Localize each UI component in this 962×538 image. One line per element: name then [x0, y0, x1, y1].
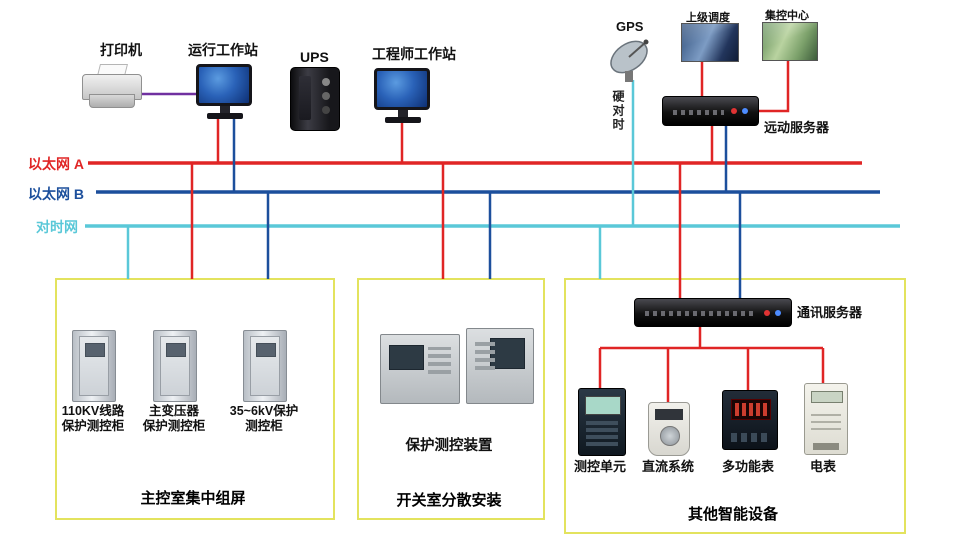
protection-device-image-1 — [380, 334, 460, 404]
line-protection-cabinet-image — [72, 330, 116, 402]
ups-image — [290, 67, 340, 131]
central-control-label: 集控中心 — [765, 10, 809, 22]
meter-text-lines — [810, 409, 842, 431]
hard-time-sync-label: 硬对时 — [611, 90, 625, 132]
monitor-screen — [374, 68, 430, 110]
operator-workstation-label: 运行工作站 — [188, 42, 258, 58]
central-control-photo — [762, 22, 818, 61]
server-vents — [645, 311, 757, 317]
multifunction-meter-image — [722, 390, 778, 450]
unit-keys — [585, 420, 619, 446]
engineer-workstation-image — [374, 68, 432, 123]
cabinet-label-line2: 测控柜 — [245, 419, 283, 433]
device-lcd — [388, 344, 424, 370]
meter-display — [810, 391, 844, 403]
energy-meter-image — [804, 383, 848, 455]
protection-device-label: 保护测控装置 — [405, 438, 493, 454]
comm-server-image — [634, 298, 792, 327]
monitor-base — [207, 113, 243, 119]
server-led — [742, 108, 748, 115]
cabinet-label-line1: 35~6kV保护 — [229, 404, 299, 418]
engineer-workstation-label: 工程师工作站 — [372, 46, 456, 62]
server-led — [775, 309, 781, 316]
meter-dial — [660, 426, 680, 446]
35-6kv-protection-cabinet-image — [243, 330, 287, 402]
transformer-protection-cabinet-label: 主变压器 保护测控柜 — [128, 404, 220, 434]
cabinet-label-line1: 110KV线路 — [61, 404, 125, 418]
device-keys — [427, 347, 452, 375]
energy-meter-label: 电表 — [809, 459, 836, 474]
central-control-server-line — [757, 58, 790, 113]
measure-control-unit-image — [578, 388, 626, 456]
gps-antenna-icon — [604, 34, 658, 84]
switch-room-caption: 开关室分散安装 — [396, 492, 502, 509]
superior-dispatch-photo — [681, 23, 739, 62]
protection-device-image-2 — [466, 328, 534, 404]
unit-screen — [584, 395, 622, 415]
meter-buttons — [730, 432, 770, 443]
monitor-neck — [220, 106, 230, 113]
comm-server-label: 通讯服务器 — [797, 305, 863, 320]
monitor-screen — [196, 64, 252, 106]
meter-window — [655, 409, 683, 420]
printer-image — [82, 64, 142, 110]
meter-display — [730, 399, 772, 420]
line-protection-cabinet-label: 110KV线路 保护测控柜 — [47, 404, 139, 434]
ups-label: UPS — [300, 49, 329, 65]
35-6kv-protection-cabinet-label: 35~6kV保护 测控柜 — [218, 404, 310, 434]
time-sync-bus-label: 对时网 — [36, 219, 78, 235]
server-vents — [673, 109, 724, 115]
cabinet-label-line2: 保护测控柜 — [142, 419, 206, 433]
meter-terminal — [813, 442, 839, 450]
ethernet-a-bus-label: 以太网 A — [28, 156, 84, 172]
superior-dispatch-label: 上级调度 — [686, 12, 730, 24]
other-devices-caption: 其他智能设备 — [687, 506, 778, 523]
monitor-base — [385, 117, 421, 123]
device-keys — [474, 340, 495, 371]
ethernet-b-bus-label: 以太网 B — [28, 186, 84, 202]
satellite-dish-icon — [610, 39, 649, 82]
cabinet-label-line1: 主变压器 — [148, 404, 199, 418]
dc-system-label: 直流系统 — [641, 459, 694, 474]
telecontrol-server-label: 远动服务器 — [764, 120, 830, 135]
cabinet-label-line2: 保护测控柜 — [61, 419, 125, 433]
printer-tray — [89, 94, 135, 108]
measure-control-unit-label: 测控单元 — [573, 459, 626, 474]
gps-label: GPS — [616, 19, 644, 34]
operator-workstation-image — [196, 64, 254, 119]
telecontrol-server-image — [662, 96, 759, 126]
transformer-protection-cabinet-image — [153, 330, 197, 402]
main-control-room-caption: 主控室集中组屏 — [140, 490, 246, 507]
multifunction-meter-label: 多功能表 — [721, 459, 774, 474]
device-lcd — [490, 337, 526, 370]
monitor-neck — [398, 110, 408, 117]
printer-label: 打印机 — [100, 42, 142, 58]
dc-system-image — [648, 402, 690, 456]
